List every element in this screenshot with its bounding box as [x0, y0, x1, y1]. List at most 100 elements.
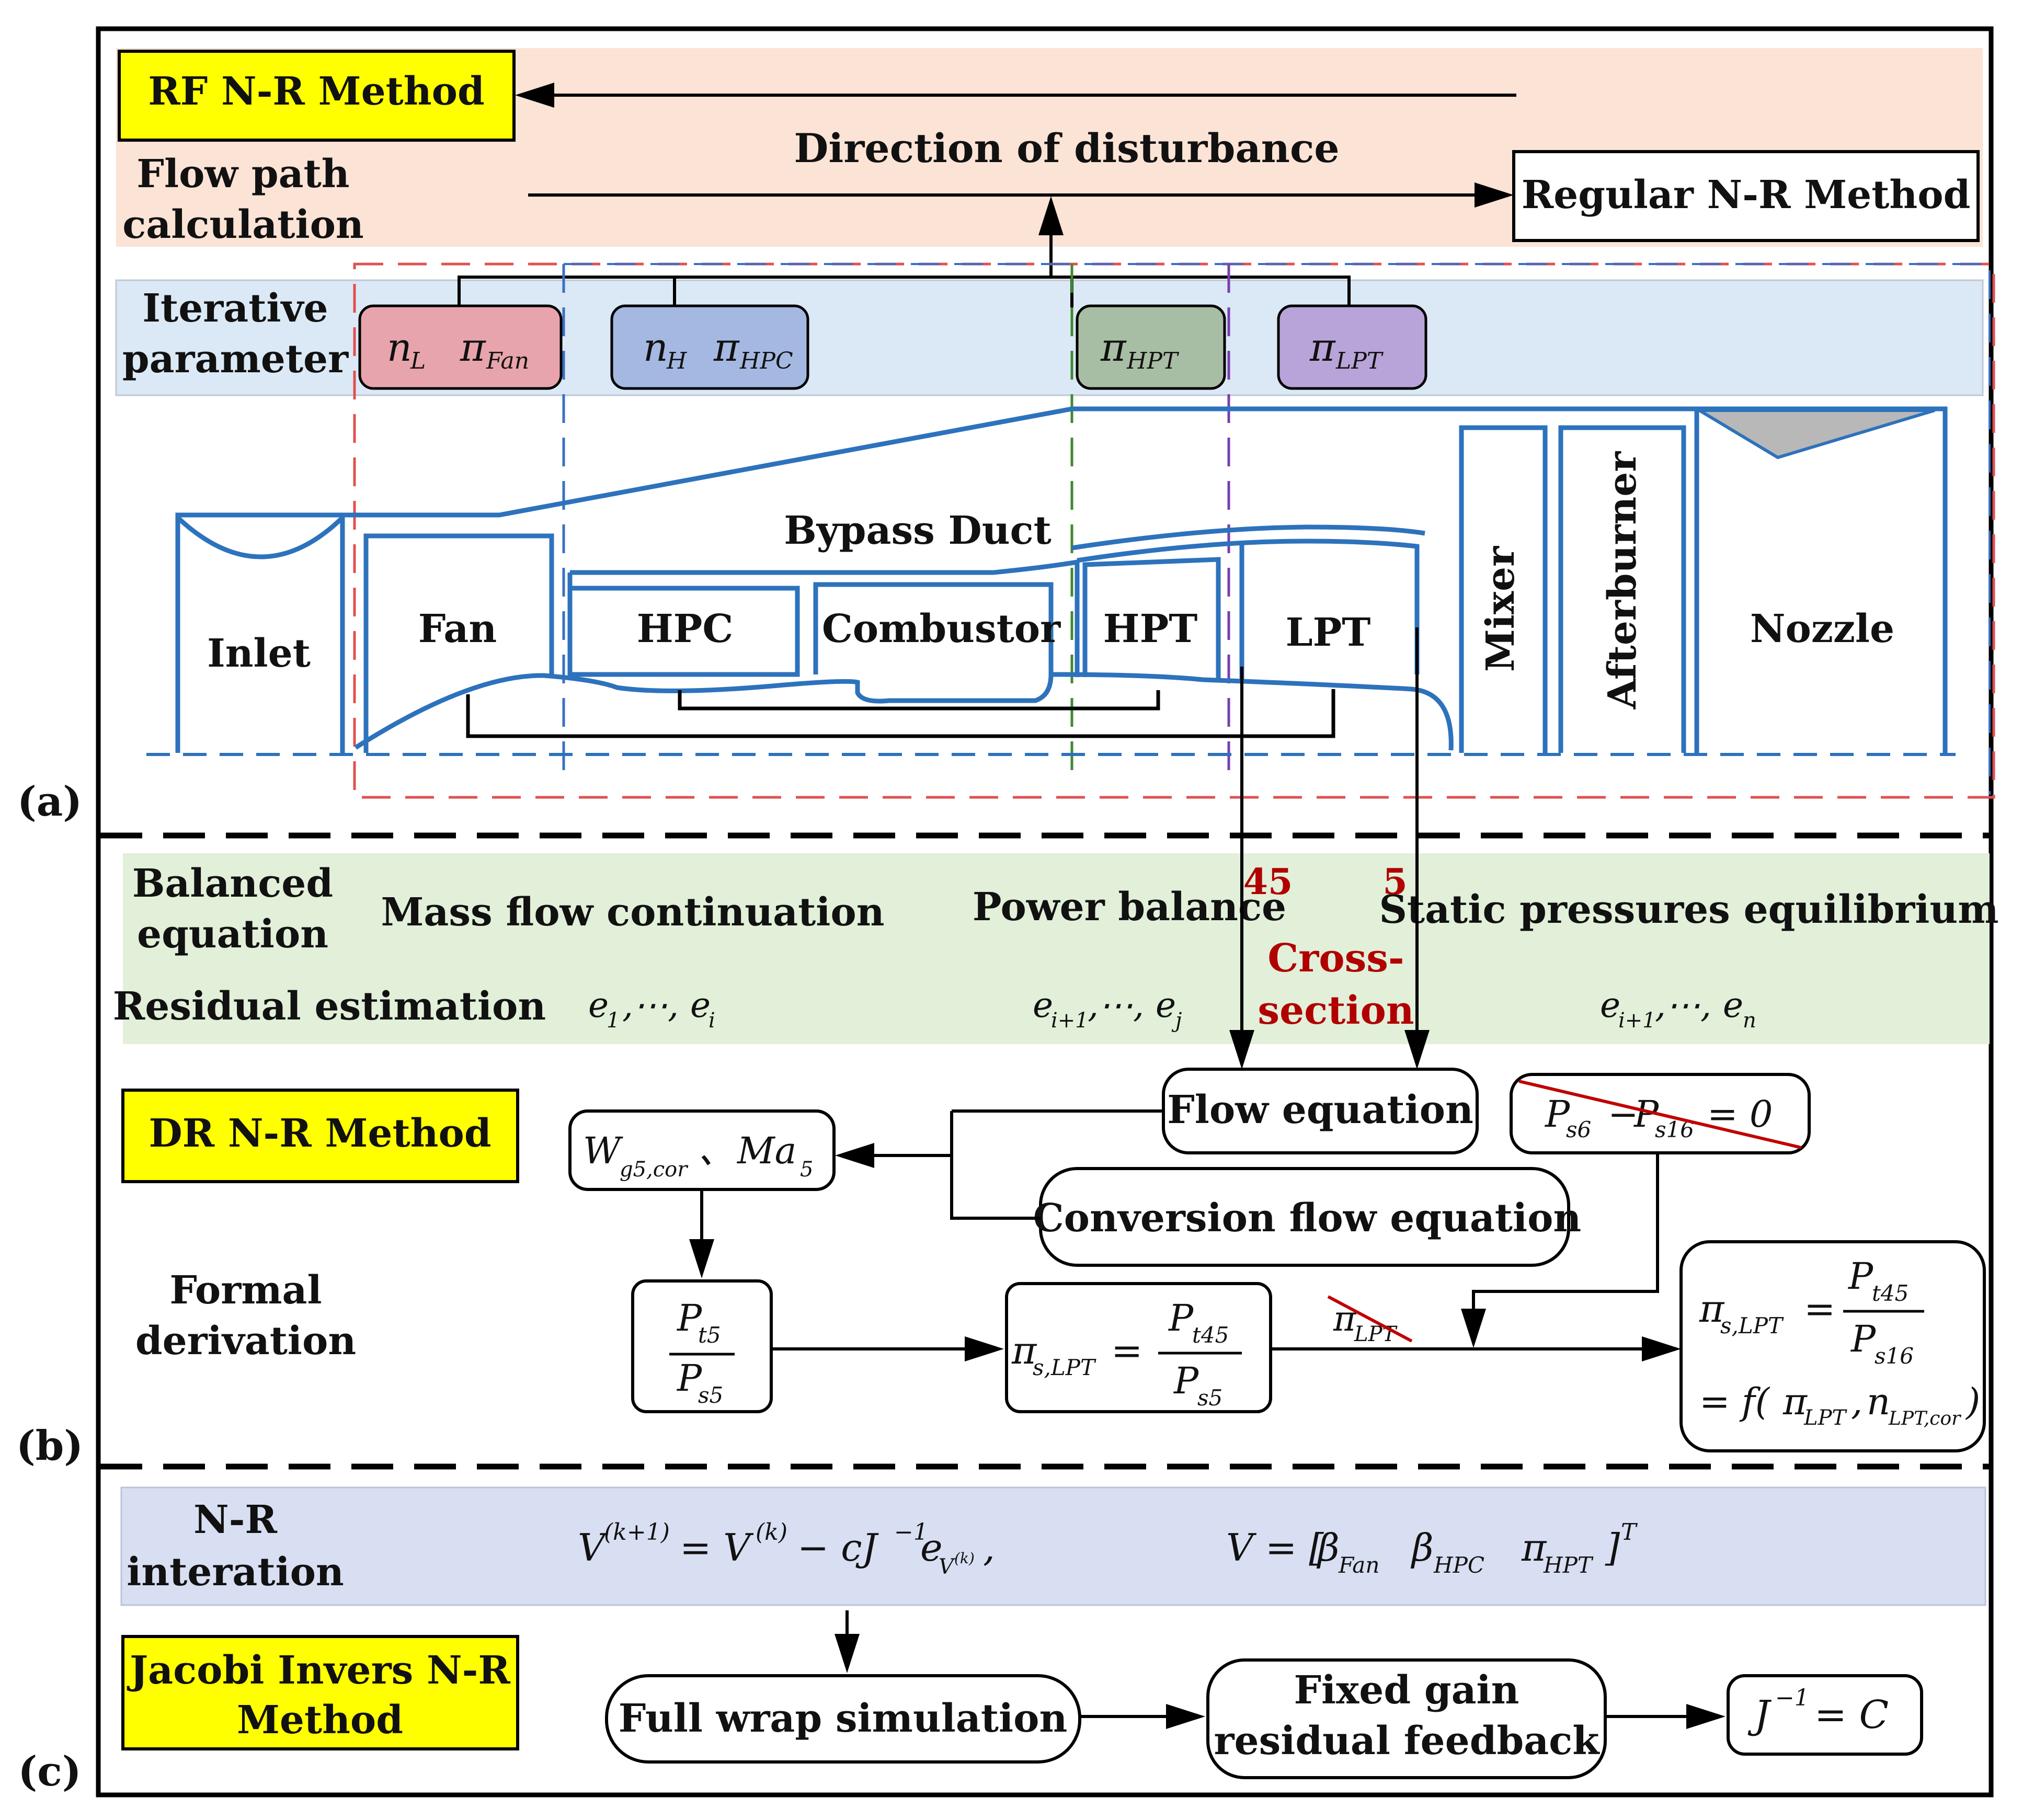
hpt-block [1082, 557, 1221, 680]
conversion-flow-label: Conversion flow equation [1033, 1196, 1581, 1241]
regular-method-box [1512, 150, 1980, 242]
afterburner-block [1558, 425, 1686, 753]
cross-label-2: section [1258, 988, 1414, 1033]
formal-label-1: Formal [169, 1268, 322, 1313]
final-den-sub: s16 [1875, 1343, 1914, 1369]
panel-a-label: (a) [17, 778, 82, 826]
wrap-to-fixed-arrowhead [1166, 1704, 1205, 1729]
mixer-label: Mixer [1478, 546, 1523, 672]
mixer-block [1459, 425, 1548, 753]
formal-label-2: derivation [135, 1319, 356, 1364]
wg-sep: 、 [698, 1129, 735, 1172]
hpc-param-box [610, 304, 809, 390]
ratio-den-sub: s5 [698, 1382, 723, 1408]
lpt-label: LPT [1286, 610, 1371, 655]
balanced-label-2: equation [137, 912, 328, 957]
e1-a: e [588, 985, 609, 1025]
section-5-label: 5 [1382, 861, 1407, 903]
ratio-num-sub: t5 [698, 1322, 721, 1348]
upd-sup2: (k) [756, 1519, 787, 1546]
hpt-param-box [1076, 304, 1226, 390]
pi-s-sub: s,LPT [1033, 1355, 1096, 1380]
hpc-param-pi: π [713, 325, 740, 370]
vdef-lhs: V [1226, 1526, 1257, 1570]
lpt-shroud [1077, 539, 1420, 674]
ps-eq-arrowhead [1461, 1309, 1486, 1348]
full-wrap-label: Full wrap simulation [619, 1696, 1068, 1741]
rf-method-box [118, 50, 516, 142]
nozzle-label: Nozzle [1750, 606, 1894, 651]
vdef-p3-sub: HPT [1543, 1552, 1594, 1578]
ps-eq-strike [1518, 1080, 1802, 1149]
direction-label: Direction of disturbance [794, 125, 1339, 171]
upd-inv: −1 [894, 1519, 928, 1546]
upd-lhs: V [578, 1526, 609, 1570]
bypass-label: Bypass Duct [784, 508, 1052, 553]
combustor-label: Combustor [822, 606, 1061, 651]
wg-down-arrowhead [689, 1239, 714, 1278]
vdef-b1: β [1316, 1526, 1340, 1570]
pi-lpt-struck-sub: LPT [1354, 1322, 1398, 1346]
nr-down-arrowhead [835, 1634, 860, 1673]
balanced-label-1: Balanced [132, 861, 333, 906]
final-pi-sub: s,LPT [1720, 1313, 1784, 1338]
pi-to-final-arrowhead [1642, 1336, 1681, 1361]
e1-b: e [690, 985, 711, 1025]
jc-expression: J −1 = C [1747, 1685, 1889, 1737]
high-pressure-shaft [678, 690, 1160, 711]
fixed-to-jc-arrowhead [1686, 1704, 1726, 1729]
e2-mid: ,⋯, [1088, 985, 1144, 1025]
hpt-label: HPT [1103, 606, 1198, 651]
update-equation: V (k+1) = V (k) − cJ −1 e V (k) , [578, 1519, 995, 1579]
e3-a-sub: i+1 [1618, 1009, 1656, 1033]
fixed-gain-box [1206, 1658, 1607, 1779]
to-wg-arrowhead [835, 1143, 874, 1168]
final-expression: π s,LPT = P t45 P s16 = f( π LPT , n LPT… [1699, 1255, 1980, 1430]
nr-label-1: N-R [193, 1497, 277, 1542]
e1-mid: ,⋯, [622, 985, 679, 1025]
iterative-label-2: parameter [122, 337, 349, 382]
regular-method-label: Regular N-R Method [1522, 173, 1971, 218]
final-n: n [1867, 1380, 1890, 1423]
final-num-sub: t45 [1872, 1280, 1909, 1306]
upd-e: e [920, 1526, 943, 1570]
final-pi: π [1699, 1287, 1725, 1331]
pi-s-expression: π s,LPT = P t45 P s5 [1011, 1297, 1242, 1411]
fan-param-pi-sub: Fan [486, 348, 529, 374]
final-close: ) [1965, 1380, 1980, 1423]
pi-s-num: P [1168, 1297, 1194, 1340]
hpc-param-pi-sub: HPC [739, 348, 793, 374]
vdef-b2-sub: HPC [1433, 1552, 1484, 1578]
upd-eq: = V [680, 1526, 754, 1570]
e-group-3: e i+1 ,⋯, e n [1600, 985, 1756, 1033]
flow-equation-label: Flow equation [1167, 1088, 1473, 1132]
nozzle-wedge [1694, 409, 1935, 460]
core-flow-path [354, 672, 1454, 751]
pi-s-den-sub: s5 [1197, 1385, 1222, 1411]
disturbance-arrowhead [1038, 196, 1064, 235]
final-pi2-sub: LPT [1803, 1406, 1847, 1430]
ps-eq-minus: − [1608, 1093, 1639, 1136]
flow-path-label-1: Flow path [136, 152, 349, 197]
e3-a: e [1600, 985, 1620, 1025]
vdef-eq: = [ [1265, 1526, 1324, 1570]
full-wrap-box [605, 1674, 1081, 1764]
jc-box [1727, 1674, 1923, 1756]
e-group-2: e i+1 ,⋯, e j [1033, 985, 1182, 1033]
e2-b: e [1156, 985, 1176, 1025]
hpc-param-n-sub: H [666, 348, 688, 374]
panel-b-label: (b) [16, 1422, 83, 1470]
ps-eq-s1: s6 [1566, 1117, 1591, 1142]
vdef-p3: π [1521, 1526, 1547, 1570]
wg-w-sub: g5,cor [620, 1158, 689, 1182]
pi-s-pi: π [1011, 1329, 1037, 1372]
e3-b-sub: n [1743, 1009, 1756, 1033]
flow-path-label-2: calculation [122, 202, 364, 247]
lpt-param-box [1277, 304, 1427, 390]
residual-label: Residual estimation [113, 984, 546, 1029]
ratio-den: P [676, 1357, 703, 1400]
final-comma: , [1851, 1380, 1862, 1423]
engine-casing [175, 406, 1948, 753]
jc-sup: −1 [1775, 1685, 1809, 1711]
